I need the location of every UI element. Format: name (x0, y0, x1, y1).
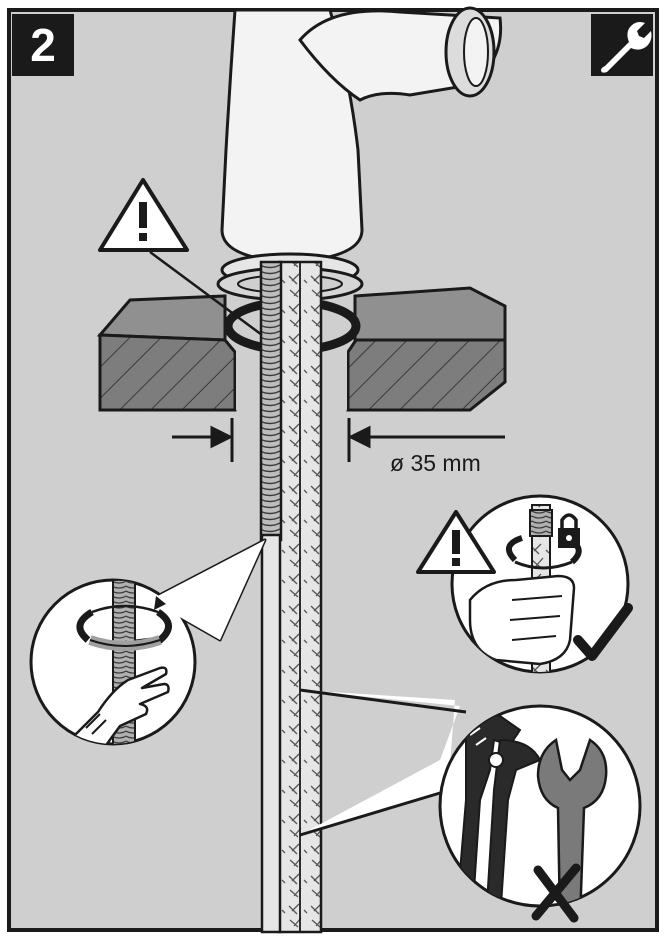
warning-triangle-top (98, 178, 263, 337)
callout-tools-wrong (299, 688, 642, 923)
wrench-icon-badge (591, 14, 653, 76)
faucet-body (220, 6, 503, 264)
check-icon (573, 603, 633, 661)
dimension-arrows (172, 418, 505, 462)
wrench-icon (601, 22, 652, 73)
cross-icon (531, 863, 581, 923)
callout-hand-tighten (29, 538, 267, 746)
callout-hand-hold-correct (416, 494, 633, 674)
hole-diameter-label: ø 35 mm (390, 450, 481, 476)
threaded-rod (259, 260, 283, 542)
step-number-badge: 2 (12, 14, 74, 76)
